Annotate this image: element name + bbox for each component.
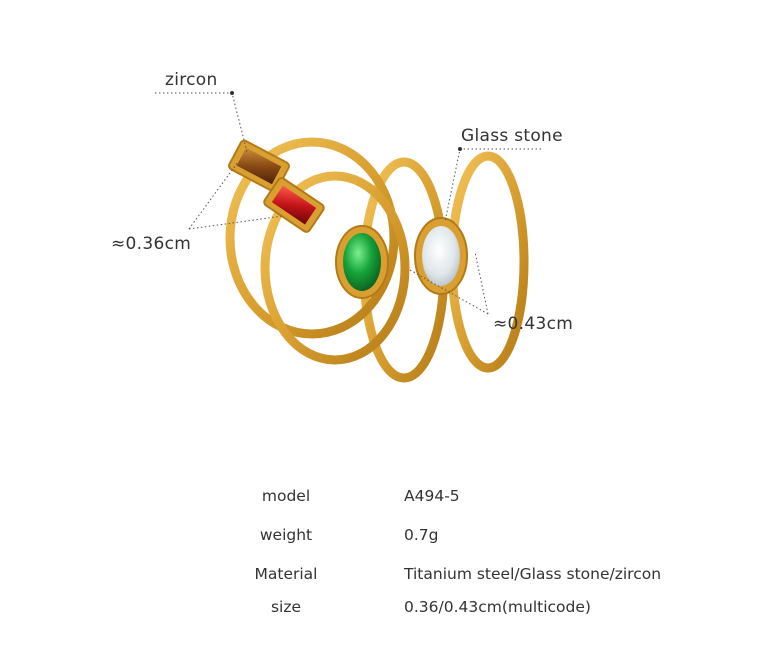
- ring-zircon-brown: [225, 137, 399, 339]
- spec-key: model: [261, 487, 311, 505]
- red-zircon-stone: [263, 177, 325, 233]
- spec-row-model: model A494-5: [0, 487, 763, 511]
- spec-key: size: [270, 598, 302, 616]
- spec-row-material: Material Titanium steel/Glass stone/zirc…: [0, 565, 763, 589]
- ring-zircon-red: [260, 171, 410, 365]
- spec-row-size: size 0.36/0.43cm(multicode): [0, 598, 763, 622]
- spec-row-weight: weight 0.7g: [0, 526, 763, 550]
- size-large-callout: ≈0.43cm: [493, 314, 574, 334]
- zircon-callout: zircon: [165, 70, 218, 90]
- green-glass-stone: [335, 225, 389, 299]
- spec-value: Titanium steel/Glass stone/zircon: [404, 565, 662, 583]
- product-photo: zircon Glass stone ≈0.36cm ≈0.43cm: [111, 70, 574, 383]
- spec-value: 0.7g: [404, 526, 439, 544]
- spec-key: weight: [259, 526, 313, 544]
- white-glass-stone: [414, 217, 468, 295]
- spec-value: 0.36/0.43cm(multicode): [404, 598, 591, 616]
- spec-key: Material: [254, 565, 318, 583]
- glass-stone-callout: Glass stone: [461, 126, 563, 146]
- size-small-callout: ≈0.36cm: [111, 234, 192, 254]
- rings-illustration: [155, 91, 541, 383]
- spec-value: A494-5: [404, 487, 460, 505]
